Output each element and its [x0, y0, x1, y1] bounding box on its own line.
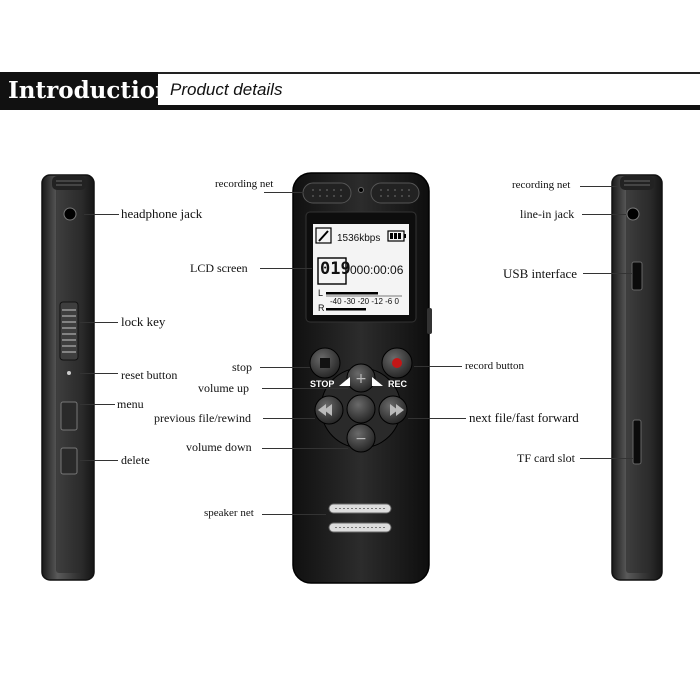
- callout-reset-button: reset button: [121, 368, 178, 382]
- callout-volume-down: volume down: [186, 440, 252, 454]
- headphone-jack-port: [63, 207, 77, 221]
- left-recording-net-top: [52, 176, 86, 190]
- microphone-icon: [315, 227, 332, 244]
- callout-speaker-net: speaker net: [204, 507, 254, 519]
- mic-grille-left: [302, 182, 352, 204]
- reset-button-hole: [67, 371, 71, 375]
- front-device: + −: [292, 172, 432, 584]
- menu-center-button: [346, 394, 376, 424]
- callout-previous-file-rewind: previous file/rewind: [154, 411, 251, 425]
- page-subtitle: Product details: [170, 80, 283, 99]
- callout-delete: delete: [121, 453, 150, 467]
- callout-recording-net-front: recording net: [215, 178, 274, 190]
- svg-text:−: −: [355, 431, 367, 447]
- lcd-bitrate: 1536kbps: [337, 233, 381, 244]
- usb-port: [631, 261, 643, 291]
- left-side-device: [41, 174, 95, 581]
- callout-line-in-jack: line-in jack: [520, 207, 575, 221]
- lcd-channel-left: L: [318, 288, 324, 298]
- callout-headphone-jack: headphone jack: [121, 206, 203, 221]
- right-side-device: [611, 174, 663, 581]
- callout-next-file-fast-forward: next file/fast forward: [469, 410, 579, 425]
- tf-card-slot-port: [632, 419, 642, 465]
- battery-icon: [387, 230, 406, 242]
- lcd-channel-right: R: [318, 303, 325, 313]
- header-bar: [158, 105, 700, 110]
- callout-lock-key: lock key: [121, 314, 166, 329]
- volume-down-button: [346, 423, 376, 453]
- callout-tf-card-slot: TF card slot: [517, 451, 575, 465]
- lcd-time: 000:00:06: [350, 263, 404, 277]
- mic-grille-right: [370, 182, 420, 204]
- rec-label: REC: [388, 379, 408, 389]
- page-title: Introduction: [0, 72, 172, 110]
- volume-up-button: [346, 363, 376, 393]
- callout-usb-interface: USB interface: [503, 266, 578, 281]
- callout-stop: stop: [232, 360, 253, 374]
- file-number-box: [317, 257, 347, 285]
- line-in-jack-port: [626, 207, 640, 221]
- callout-record-button: record button: [465, 360, 524, 372]
- lcd-scale: -40 -30 -20 -12 -6 0: [330, 297, 399, 306]
- svg-text:+: +: [355, 371, 367, 387]
- callout-volume-up: volume up: [198, 381, 249, 395]
- lcd-screen: [313, 224, 409, 315]
- lcd-file-number: 019: [320, 259, 351, 279]
- callout-recording-net-side: recording net: [512, 179, 571, 191]
- stop-label: STOP: [310, 379, 335, 389]
- header-rule: [0, 72, 700, 74]
- level-bar-right: [326, 308, 366, 311]
- callout-lcd-screen: LCD screen: [190, 261, 248, 275]
- callout-menu: menu: [117, 397, 144, 411]
- delete-key: [60, 447, 78, 475]
- level-bar-left: [326, 292, 378, 295]
- right-recording-net-top: [620, 176, 654, 190]
- menu-key: [60, 401, 78, 431]
